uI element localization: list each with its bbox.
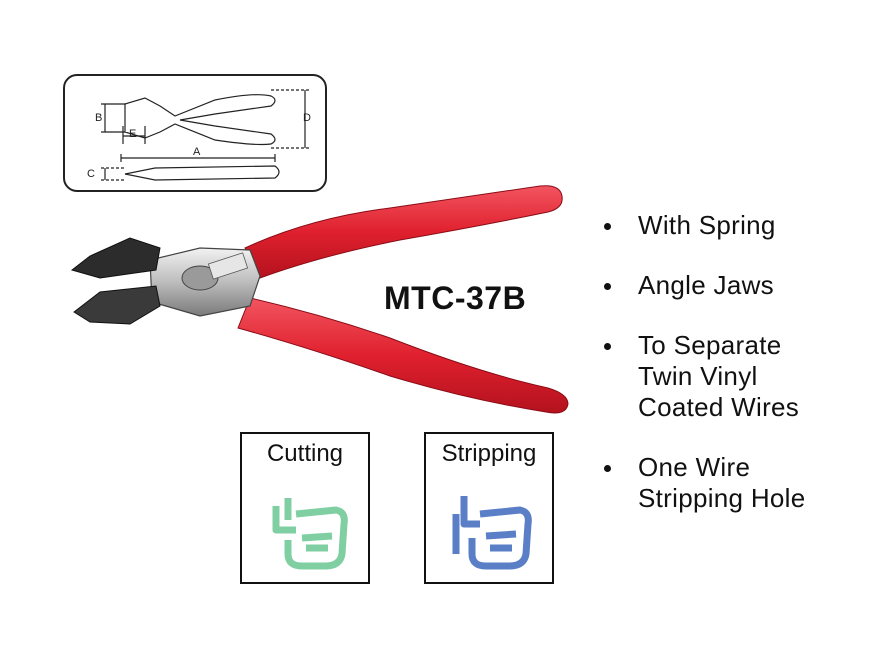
dim-label-e: E bbox=[129, 128, 137, 140]
feature-label-stripping: Stripping bbox=[441, 440, 537, 467]
bullet-icon bbox=[604, 343, 611, 350]
list-item: With Spring bbox=[604, 210, 864, 241]
list-item: Angle Jaws bbox=[604, 270, 864, 301]
feature-label-cutting: Cutting bbox=[266, 440, 344, 467]
list-item: One Wire Stripping Hole bbox=[604, 452, 864, 514]
feature-card-stripping: Stripping bbox=[424, 432, 554, 584]
dim-label-b: B bbox=[95, 112, 103, 124]
feature-list: With Spring Angle Jaws To Separate Twin … bbox=[604, 210, 864, 543]
cutting-hand-icon bbox=[272, 498, 348, 570]
list-item: To Separate Twin Vinyl Coated Wires bbox=[604, 330, 864, 423]
bullet-icon bbox=[604, 283, 611, 290]
feature-card-cutting: Cutting bbox=[240, 432, 370, 584]
bullet-icon bbox=[604, 223, 611, 230]
dimension-drawing bbox=[101, 89, 309, 181]
bullet-icon bbox=[604, 465, 611, 472]
dim-label-d: D bbox=[303, 112, 311, 124]
dimension-diagram: A B C D E bbox=[63, 74, 327, 192]
dim-label-c: C bbox=[87, 168, 95, 180]
pliers-image bbox=[70, 185, 569, 414]
model-number: MTC-37B bbox=[384, 280, 527, 316]
dim-label-a: A bbox=[193, 146, 201, 158]
stripping-hand-icon bbox=[452, 496, 532, 570]
